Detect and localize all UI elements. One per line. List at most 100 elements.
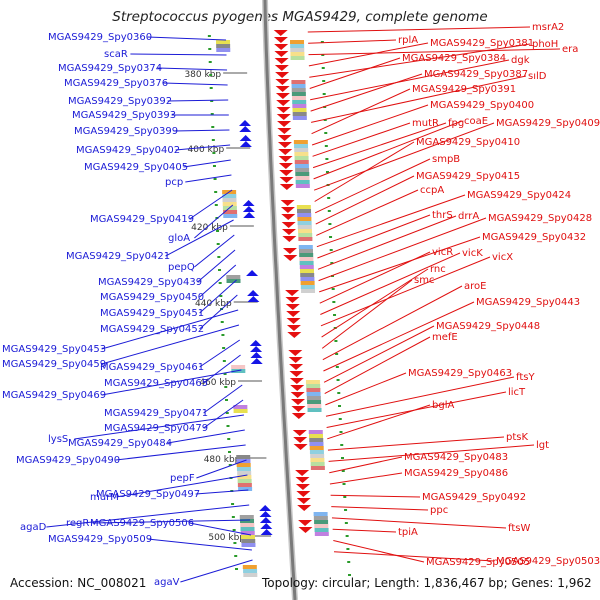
left-leader-line [167,99,229,102]
right-gene-label: MGAS9429_Spy0424 [467,190,571,201]
left-gene-label: gloA [168,233,190,244]
annotation-block [309,434,324,438]
annotation-block [313,516,328,520]
right-leader-line [313,120,463,180]
forward-gene-arrow [277,128,292,134]
track-dot [214,204,218,206]
forward-gene-arrow [278,149,293,155]
left-gene-label: MGAS9429_Spy0465 [104,378,208,389]
right-gene-label: ccpA [420,185,444,196]
right-gene-label: MGAS9429_Spy0483 [404,452,508,463]
track-dot [213,178,217,180]
left-leader-line [203,354,241,384]
annotation-block [310,466,325,470]
forward-gene-arrow [287,332,302,338]
left-gene-label: MGAS9429_Spy0393 [72,110,176,121]
right-leader-line [319,251,431,304]
forward-gene-arrow [288,350,303,356]
forward-gene-arrow [278,156,293,162]
right-leader-line [320,256,491,327]
annotation-block [305,380,320,384]
track-dot [335,353,339,355]
track-dot [327,197,331,199]
right-gene-label: MGAS9429_Spy0448 [436,321,540,332]
reverse-gene-arrow [239,135,252,141]
reverse-gene-arrow [259,511,272,517]
reverse-gene-arrow [250,346,263,352]
right-leader-line [314,141,415,202]
right-leader-line [324,336,431,395]
forward-gene-arrow [280,200,295,206]
track-dot [346,548,350,550]
forward-gene-arrow [275,93,290,99]
tick-label: 480 kbp [204,455,241,465]
right-gene-label: MGAS9429_Spy0410 [416,137,520,148]
left-gene-label: MGAS9429_Spy0376 [64,78,168,89]
annotation-block [290,48,305,52]
track-dot [333,314,337,316]
track-dot [210,100,214,102]
track-dot [210,113,214,115]
left-leader-line [92,519,251,524]
forward-gene-arrow [286,318,301,324]
forward-gene-arrow [289,364,304,370]
track-dot [340,444,344,446]
right-leader-line [314,158,431,214]
right-gene-label: MGAS9429_Spy0443 [476,297,580,308]
annotation-block [294,152,309,156]
right-gene-label: lgt [536,440,549,451]
right-leader-line [330,494,421,498]
tick-label: 460 kbp [199,378,236,388]
annotation-block [292,116,307,120]
forward-gene-arrow [278,163,293,169]
right-gene-label: rnc [430,264,446,275]
reverse-gene-arrow [242,206,255,212]
annotation-block [298,249,313,253]
right-gene-label: bglA [432,400,454,411]
left-leader-line [130,53,227,56]
annotation-block [226,279,241,283]
right-gene-label: era [562,44,578,55]
track-dot [209,74,213,76]
forward-gene-arrow [295,470,310,476]
reverse-gene-arrow [250,352,263,358]
forward-gene-arrow [281,214,296,220]
left-gene-label: MGAS9429_Spy0399 [74,126,178,137]
annotation-block [310,454,325,458]
track-dot [228,464,232,466]
right-gene-label: MGAS9429_Spy0428 [488,213,592,224]
track-dot [219,295,223,297]
forward-gene-arrow [282,248,297,254]
forward-gene-arrow [297,505,312,511]
annotation-block [306,384,321,388]
annotation-block [292,100,307,104]
annotation-block [301,289,316,293]
annotation-block [240,535,255,539]
annotation-block [300,281,315,285]
forward-gene-arrow [273,30,288,36]
left-gene-label: MGAS9429_Spy0471 [104,408,208,419]
track-dot [323,119,327,121]
forward-gene-arrow [296,498,311,504]
left-leader-line [185,174,232,183]
annotation-block [299,257,314,261]
track-dot [227,451,231,453]
right-gene-label: ftsY [516,372,535,383]
forward-gene-arrow [274,65,289,71]
annotation-block [223,214,238,218]
forward-gene-arrow [276,100,291,106]
annotation-block [222,202,237,206]
left-leader-line [199,264,237,298]
track-dot [327,210,331,212]
right-gene-label: vicK [462,248,483,259]
track-dot [232,529,236,531]
right-leader-line [310,59,510,101]
left-leader-line [180,559,253,583]
reverse-gene-arrow [259,505,272,511]
left-leader-line [165,219,234,257]
right-leader-line [321,279,413,349]
right-leader-line [328,444,535,462]
forward-gene-arrow [290,392,305,398]
annotation-block [293,140,308,144]
